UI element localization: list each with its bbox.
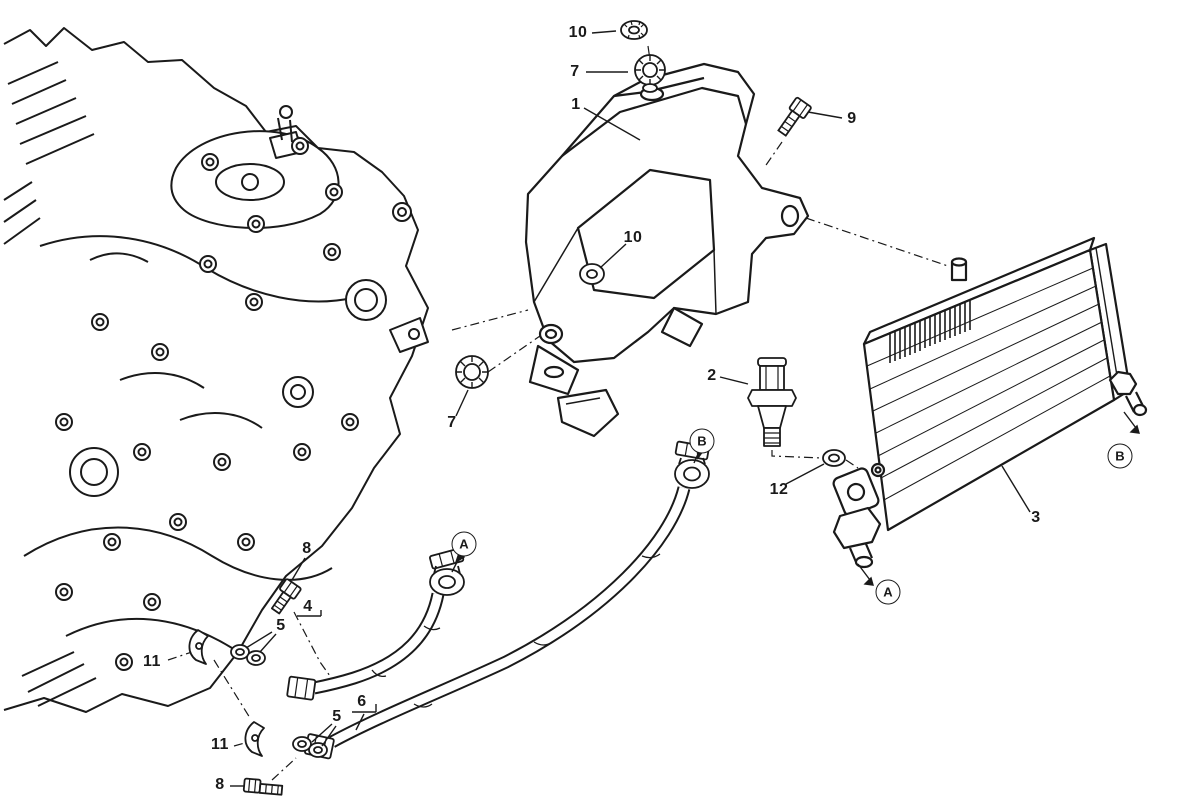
washer-12 (822, 449, 846, 467)
marker-b-cooler: B (1107, 443, 1133, 469)
callout-4: 4 (303, 598, 313, 615)
sensor-2 (747, 357, 797, 447)
callout-8-top: 8 (302, 540, 312, 557)
bracket-illustration (524, 62, 810, 438)
fastener-details (188, 578, 328, 796)
callout-5-top: 5 (276, 617, 286, 634)
callout-1: 1 (571, 96, 581, 113)
mount-7-top (634, 54, 666, 93)
washer-10-mid (579, 263, 605, 285)
leader-lines (230, 30, 1031, 787)
callout-5-bottom: 5 (332, 708, 342, 725)
callout-10-top: 10 (568, 24, 588, 41)
marker-a-cooler: A (875, 579, 901, 605)
callout-7-top: 7 (570, 63, 580, 80)
callout-6: 6 (357, 693, 367, 710)
callout-2: 2 (707, 367, 717, 384)
screw-9 (777, 96, 812, 137)
washer-10-top (620, 20, 648, 40)
callout-9: 9 (847, 110, 857, 127)
callout-7-bottom: 7 (447, 414, 457, 431)
engine-illustration (3, 27, 429, 713)
marker-b-hose: B (689, 428, 715, 454)
callout-12: 12 (769, 481, 789, 498)
callout-8-bottom: 8 (215, 776, 225, 793)
oil-cooler-illustration (832, 236, 1148, 569)
engine-bolt-heads (55, 137, 359, 671)
center-lines (167, 45, 949, 781)
callout-11-bottom: 11 (211, 736, 229, 753)
mount-7-bottom (455, 355, 489, 389)
hose-b-illustration (304, 440, 710, 760)
hose-a-illustration (286, 547, 465, 701)
callout-10-mid: 10 (623, 229, 643, 246)
marker-a-hose: A (451, 531, 477, 557)
callout-3: 3 (1031, 509, 1041, 526)
callout-11-top: 11 (143, 653, 161, 670)
